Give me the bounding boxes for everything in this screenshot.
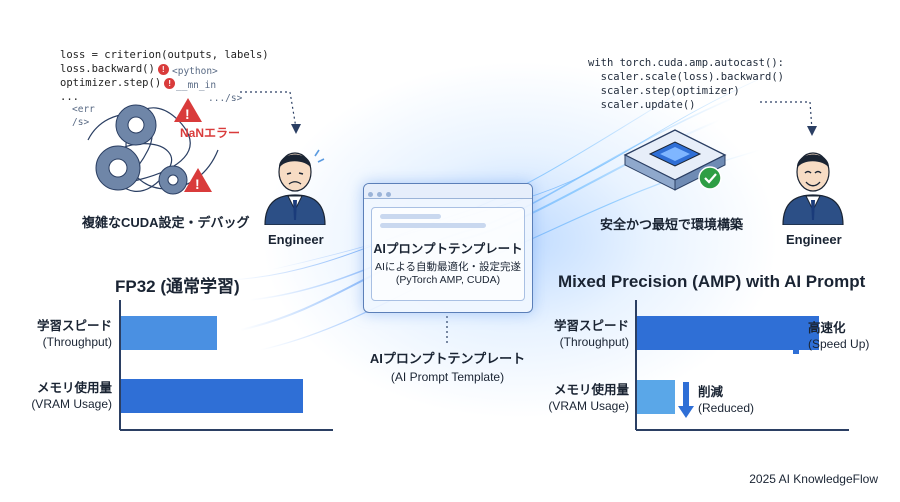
center-label: AIプロンプトテンプレート (AI Prompt Template) — [335, 350, 560, 386]
left-bar-vram — [121, 379, 303, 413]
left-chart-title: FP32 (通常学習) — [115, 277, 240, 296]
gpu-chip-icon — [623, 129, 727, 191]
stressed-engineer-icon — [264, 149, 326, 225]
svg-text:!: ! — [185, 106, 190, 122]
right-bar-chart — [635, 300, 849, 431]
up-arrow-icon — [788, 318, 804, 354]
down-arrow-icon — [678, 382, 694, 418]
tangled-gears-icon: ! ! — [87, 98, 219, 195]
left-bar-throughput — [121, 316, 217, 350]
check-icon — [698, 166, 722, 190]
warning-icon: ! — [157, 63, 169, 75]
s-tag: .../s> — [208, 93, 243, 104]
window-subtitle-1: AIによる自動最適化・設定完遂 — [374, 261, 522, 273]
window-subtitle-2: (PyTorch AMP, CUDA) — [395, 274, 501, 286]
window-content: AIプロンプトテンプレート AIによる自動最適化・設定完遂 (PyTorch A… — [371, 207, 525, 301]
ai-prompt-template-window: AIプロンプトテンプレート AIによる自動最適化・設定完遂 (PyTorch A… — [363, 183, 533, 313]
right-code-snippet: with torch.cuda.amp.autocast(): scaler.s… — [588, 57, 784, 111]
right-engineer-label: Engineer — [786, 232, 842, 247]
speed-up-note: 高速化(Speed Up) — [808, 321, 870, 351]
left-engineer-label: Engineer — [268, 232, 324, 247]
left-row-1-label: メモリ使用量(VRAM Usage) — [31, 381, 112, 411]
right-row-1-label: メモリ使用量(VRAM Usage) — [548, 383, 629, 413]
right-caption: 安全かつ最短で環境構築 — [600, 217, 744, 232]
right-bar-throughput — [637, 316, 819, 350]
window-titlebar — [364, 184, 532, 199]
left-code-snippet: loss = criterion(outputs, labels)loss.ba… — [60, 49, 269, 103]
left-row-0-label: 学習スピード(Throughput) — [36, 319, 112, 349]
left-bar-chart — [119, 300, 333, 431]
err-close-tag: /s> — [72, 117, 90, 128]
svg-text:!: ! — [195, 176, 200, 192]
window-title: AIプロンプトテンプレート — [373, 242, 523, 256]
footer-credit: 2025 AI KnowledgeFlow — [749, 472, 878, 486]
right-bar-vram — [637, 380, 675, 414]
mn-tag: __mn_in — [176, 80, 217, 91]
center-label-subtitle: (AI Prompt Template) — [390, 370, 505, 384]
warning-icon: ! — [164, 77, 176, 89]
left-dotted-connector — [240, 91, 297, 129]
nan-error-label: NaNエラー — [180, 126, 241, 140]
happy-engineer-icon — [782, 152, 844, 225]
err-tag: <err — [72, 104, 95, 115]
right-row-0-label: 学習スピード(Throughput) — [553, 319, 629, 349]
center-label-title: AIプロンプトテンプレート — [369, 351, 526, 366]
right-dotted-connector — [760, 101, 813, 131]
python-tag: <python> — [172, 66, 218, 77]
left-caption: 複雑なCUDA設定・デバッグ — [82, 215, 250, 230]
reduced-note: 削減(Reduced) — [698, 385, 755, 415]
right-chart-title: Mixed Precision (AMP) with AI Prompt — [558, 272, 866, 291]
